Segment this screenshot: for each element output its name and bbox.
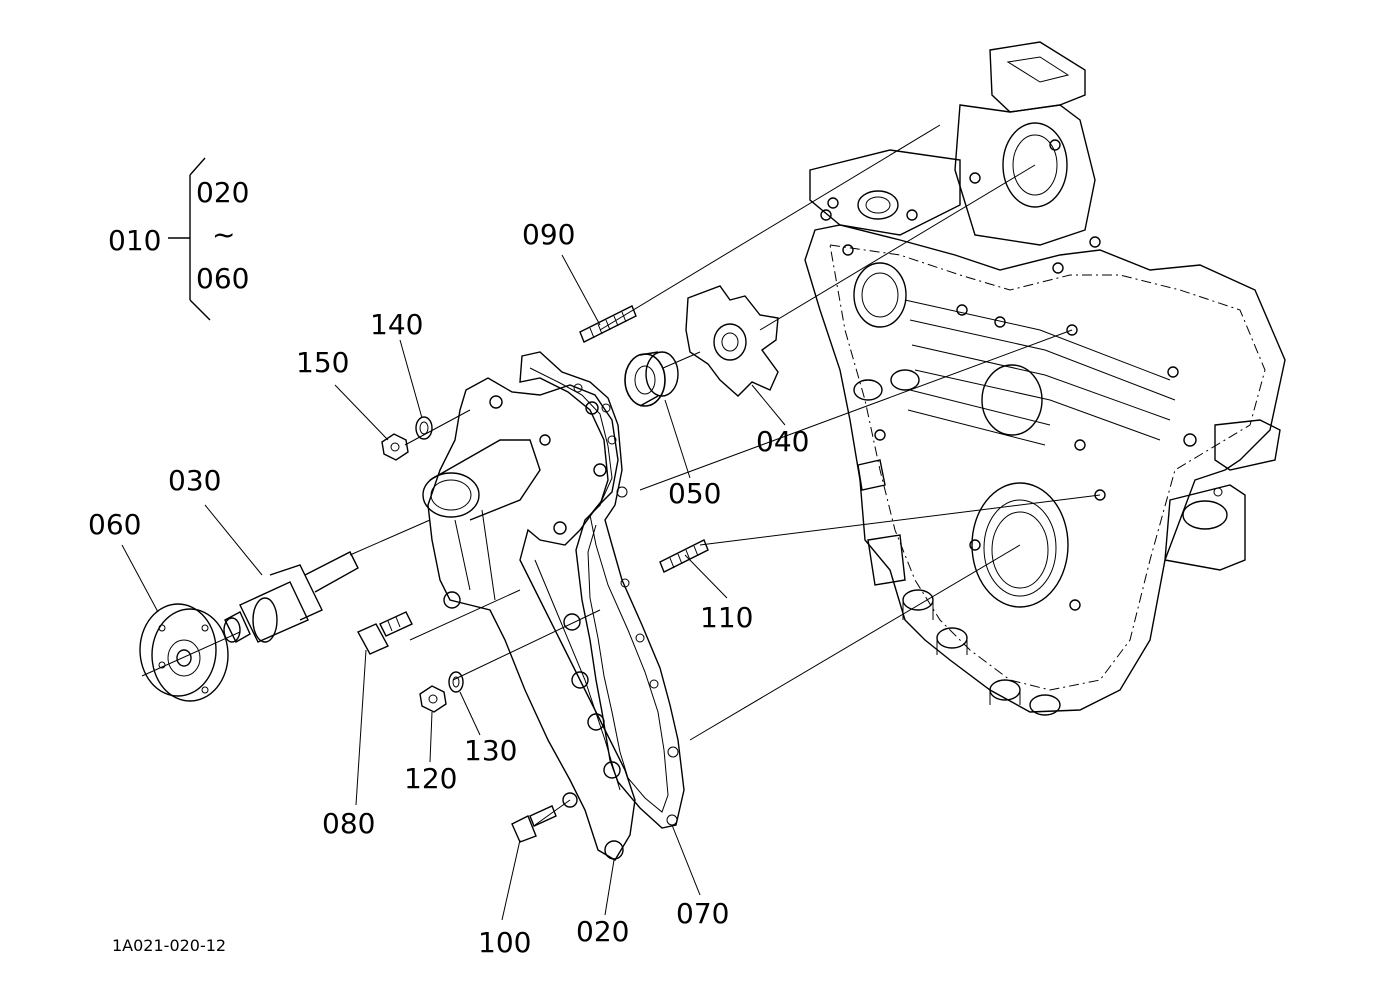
fasteners-illustration — [357, 416, 557, 843]
impeller-illustration — [685, 285, 779, 397]
callout-020: 020 — [576, 915, 629, 948]
group-bracket: 020 ~ 060 010 — [108, 157, 249, 321]
bracket-range-tilde: ~ — [212, 218, 235, 251]
stud-110-illustration — [659, 539, 709, 573]
seal-illustration — [624, 351, 679, 407]
callout-050: 050 — [668, 477, 721, 510]
callout-100: 100 — [478, 926, 531, 959]
callout-150: 150 — [296, 346, 349, 379]
assembly-center-lines — [141, 124, 1101, 826]
callout-030: 030 — [168, 464, 221, 497]
callout-060: 060 — [88, 508, 141, 541]
bracket-group-label: 010 — [108, 224, 161, 257]
callout-130: 130 — [464, 734, 517, 767]
leader-lines — [121, 254, 786, 921]
gear-case-illustration — [804, 41, 1286, 716]
callout-140: 140 — [370, 308, 423, 341]
callout-110: 110 — [700, 601, 753, 634]
pump-housing-illustration — [422, 377, 636, 861]
callout-120: 120 — [404, 762, 457, 795]
pulley-hub-illustration — [139, 603, 229, 702]
gasket-illustration — [519, 351, 685, 829]
bearing-shaft-illustration — [223, 551, 359, 643]
drawing-reference-code: 1A021-020-12 — [112, 936, 226, 955]
stud-090-illustration — [579, 305, 637, 343]
callout-090: 090 — [522, 218, 575, 251]
callout-040: 040 — [756, 425, 809, 458]
callout-080: 080 — [322, 807, 375, 840]
part-callouts: 090 140 150 030 060 050 040 110 080 130 … — [88, 218, 809, 959]
bracket-end-label: 060 — [196, 262, 249, 295]
callout-070: 070 — [676, 897, 729, 930]
bracket-start-label: 020 — [196, 176, 249, 209]
